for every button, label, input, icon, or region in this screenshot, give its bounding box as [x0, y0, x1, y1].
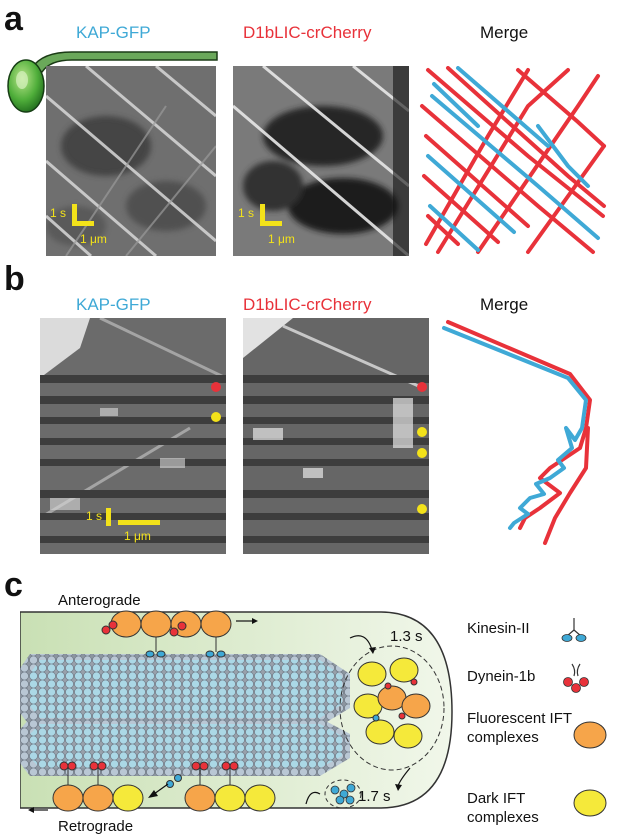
ift-cilium-diagram — [20, 610, 453, 813]
legend-fluorescent-label: Fluorescent IFT complexes — [467, 710, 572, 746]
anterograde-label: Anterograde — [58, 592, 141, 609]
panel-a-header-kap: KAP-GFP — [76, 23, 151, 42]
yellow-ellipse-icon — [573, 789, 607, 817]
retrograde-train — [52, 761, 276, 812]
panel-a-letter: a — [4, 0, 23, 38]
marker-stars-b1 — [211, 382, 221, 422]
marker-stars-b2 — [417, 382, 427, 514]
time-label-1-3s: 1.3 s — [390, 628, 423, 645]
merge-traces-a — [420, 66, 606, 254]
scale-distance-b: 1 μm — [124, 529, 151, 543]
kymograph-b-cherry — [243, 318, 429, 554]
scale-bar-a1 — [72, 204, 94, 226]
kymograph-b-kap — [40, 318, 226, 554]
scale-time-a1: 1 s — [50, 206, 67, 220]
retrograde-label: Retrograde — [58, 818, 134, 835]
scale-time-a2: 1 s — [238, 206, 255, 220]
time-label-1-7s: 1.7 s — [358, 788, 391, 805]
legend-dynein-label: Dynein-1b — [467, 668, 536, 685]
merge-traces-b — [442, 320, 592, 545]
panel-a-header-cherry: D1bLIC-crCherry — [243, 23, 372, 42]
orange-ellipse-icon — [573, 721, 607, 749]
panel-c-letter: c — [4, 566, 23, 604]
scale-bar-a2 — [260, 204, 282, 226]
scale-bar-b1 — [106, 508, 160, 526]
scale-time-b: 1 s — [86, 509, 103, 523]
anterograde-train — [101, 610, 258, 658]
panel-b-header-merge: Merge — [480, 295, 529, 314]
panel-b-header-kap: KAP-GFP — [76, 295, 151, 314]
microtubule-top — [20, 654, 350, 726]
dynein-icon — [563, 663, 589, 693]
kinesin-icon — [561, 618, 587, 642]
scale-distance-a2: 1 μm — [268, 232, 295, 246]
panel-a-header-merge: Merge — [480, 23, 529, 42]
microtubule-bottom — [20, 718, 350, 776]
tip-cluster — [353, 657, 431, 749]
legend-dark-label: Dark IFT complexes — [467, 790, 539, 826]
legend-kinesin-label: Kinesin-II — [467, 620, 530, 637]
scale-distance-a1: 1 μm — [80, 232, 107, 246]
panel-b-letter: b — [4, 260, 25, 298]
panel-b-header-cherry: D1bLIC-crCherry — [243, 295, 372, 314]
